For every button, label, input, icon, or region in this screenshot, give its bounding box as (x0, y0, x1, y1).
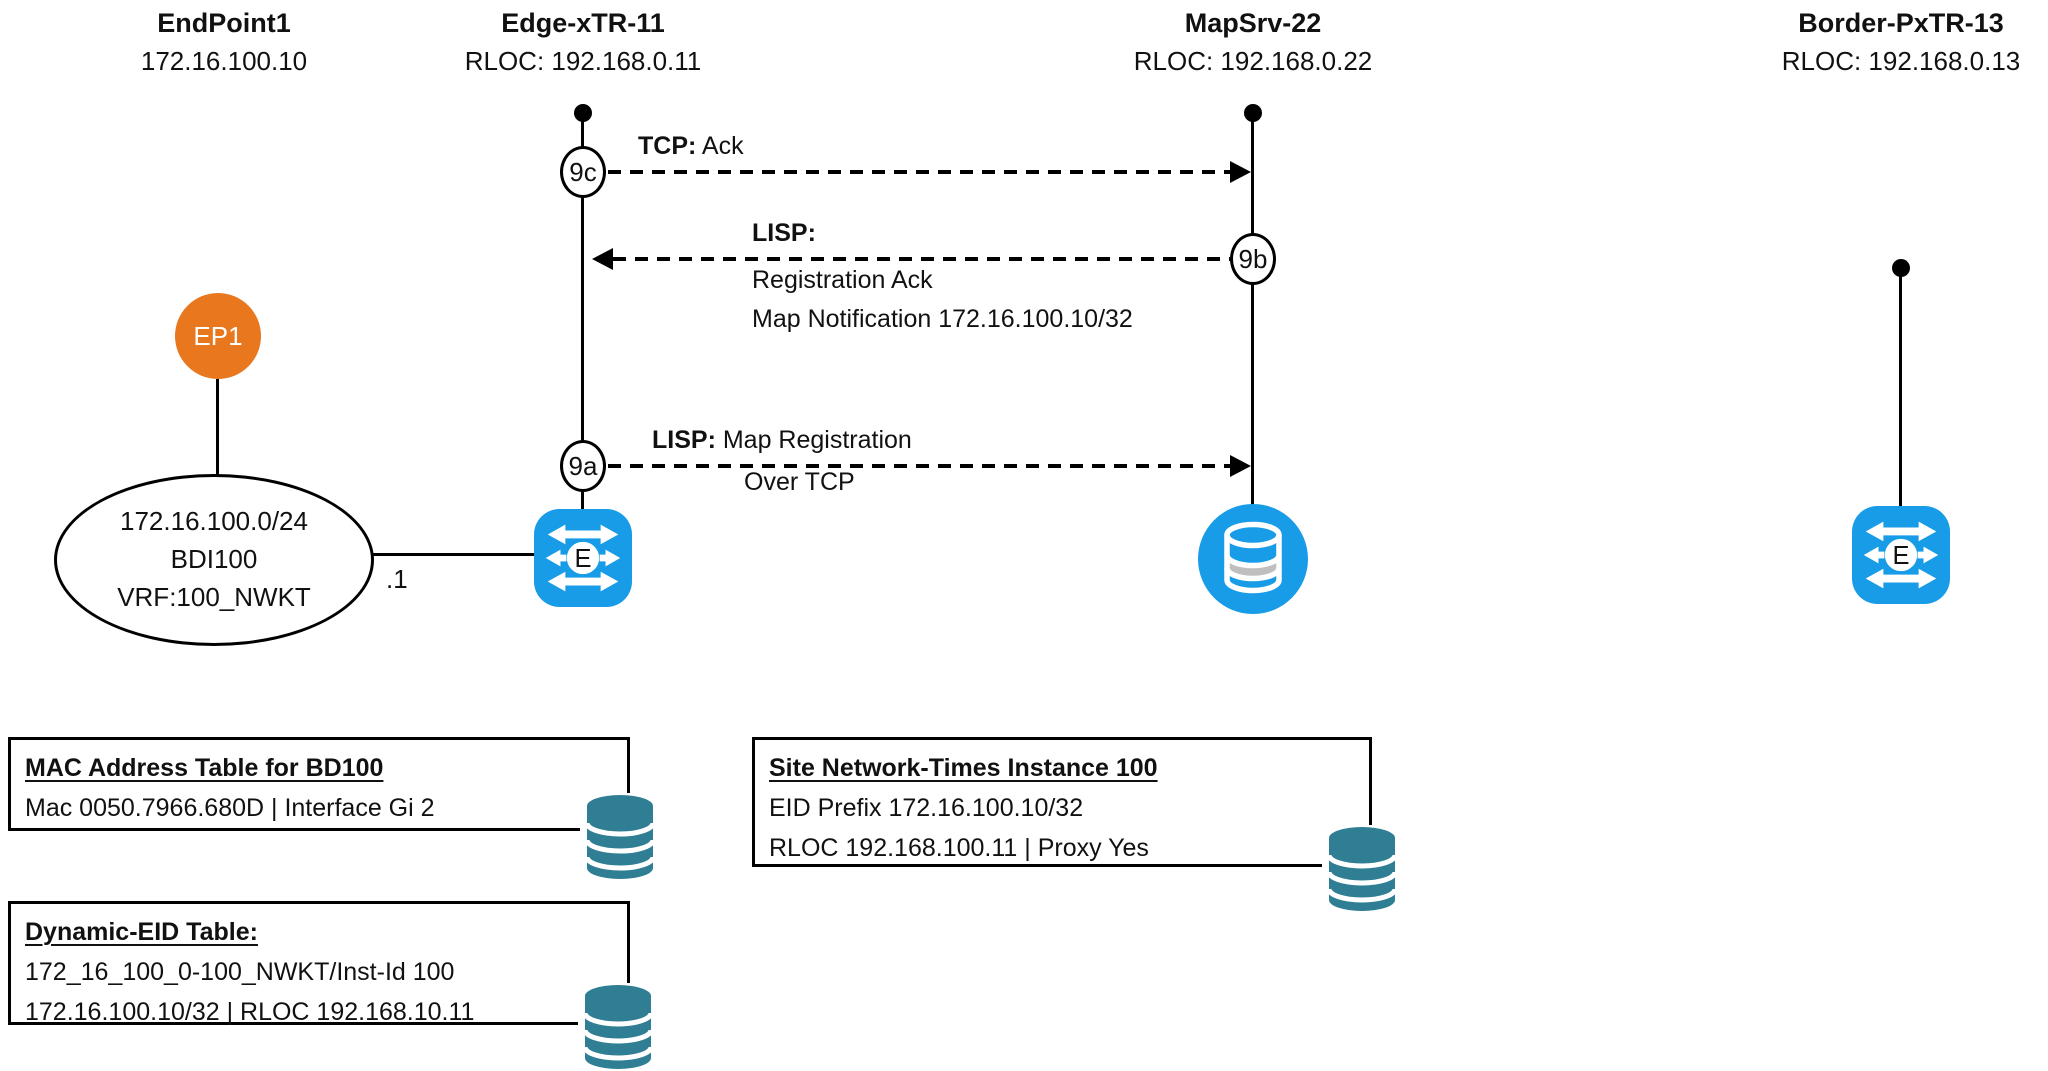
lisp-map-reg-label: LISP: Map Registration (652, 426, 912, 455)
site-table-title: Site Network-Times Instance 100 (769, 754, 1158, 782)
network-prefix: 172.16.100.0/24 (120, 506, 308, 536)
mac-table-database-icon (580, 793, 660, 883)
edge-lifeline-dot (574, 104, 592, 122)
column-endpoint1: EndPoint1 172.16.100.10 (4, 8, 444, 77)
network-bdi: BDI100 (170, 544, 258, 574)
border-icon-letter: E (1893, 542, 1910, 570)
site-table-database-icon (1322, 825, 1402, 915)
tcp-ack-prefix: TCP: (638, 132, 697, 160)
lisp-map-reg-text: Map Registration (715, 426, 912, 454)
mapsrv-lifeline-dot (1244, 104, 1262, 122)
step-badge-9b: 9b (1230, 233, 1276, 285)
step-badge-9c: 9c (560, 146, 606, 198)
tcp-ack-label: TCP: Ack (638, 132, 744, 161)
mapsrv-rloc: RLOC: 192.168.0.22 (1133, 46, 1373, 76)
dynamic-eid-row1: 172_16_100_0-100_NWKT/Inst-Id 100 (25, 958, 455, 986)
dynamic-eid-table-box: Dynamic-EID Table: 172_16_100_0-100_NWKT… (8, 901, 630, 1026)
lisp-map-reg-prefix: LISP: (652, 426, 716, 454)
dynamic-eid-title: Dynamic-EID Table: (25, 918, 258, 946)
mac-table-title: MAC Address Table for BD100 (25, 754, 384, 782)
lisp-reg-ack-prefix: LISP: (752, 219, 816, 248)
lisp-map-reg-arrow-line (608, 464, 1231, 468)
network-vrf: VRF:100_NWKT (117, 582, 311, 612)
lisp-reg-ack-line2: Map Notification 172.16.100.10/32 (752, 305, 1133, 333)
step-badge-9a: 9a (560, 440, 606, 492)
edge-lifeline (581, 113, 584, 510)
mapsrv-lifeline (1251, 113, 1254, 506)
column-border-pxtr-13: Border-PxTR-13 RLOC: 192.168.0.13 (1681, 8, 2048, 77)
lisp-map-reg-overtcp: Over TCP (744, 468, 855, 496)
dynamic-eid-database-icon (578, 983, 658, 1071)
site-table-row1: EID Prefix 172.16.100.10/32 (769, 794, 1084, 822)
edge-xtr-switch-icon: E (534, 509, 632, 607)
mapsrv-title: MapSrv-22 (1184, 8, 1322, 38)
border-pxtr-title: Border-PxTR-13 (1798, 8, 2004, 38)
border-lifeline-dot (1892, 259, 1910, 277)
step-9b-label: 9b (1238, 243, 1268, 274)
mac-table-row: Mac 0050.7966.680D | Interface Gi 2 (25, 794, 435, 822)
lisp-map-reg-arrowhead-icon (1230, 455, 1251, 477)
tcp-ack-text: Ack (696, 132, 744, 160)
tcp-ack-arrow-line (608, 170, 1231, 174)
edge-icon-letter: E (575, 545, 592, 573)
lisp-prefix: LISP: (752, 219, 816, 247)
cloud-edge-link (372, 553, 534, 556)
network-ellipse: 172.16.100.0/24 BDI100 VRF:100_NWKT (54, 474, 374, 646)
mac-address-table-box: MAC Address Table for BD100 Mac 0050.796… (8, 737, 630, 831)
step-9c-label: 9c (569, 156, 597, 187)
tcp-ack-arrowhead-icon (1230, 161, 1251, 183)
lisp-reg-ack-arrowhead-icon (592, 248, 613, 270)
lisp-reg-ack-line1: Registration Ack (752, 266, 933, 294)
site-table-row2: RLOC 192.168.100.11 | Proxy Yes (769, 834, 1149, 862)
gateway-interface-label: .1 (386, 564, 408, 594)
ep1-label: EP1 (193, 320, 243, 351)
border-lifeline (1899, 268, 1902, 508)
endpoint1-title: EndPoint1 (157, 8, 291, 38)
border-pxtr-rloc: RLOC: 192.168.0.13 (1781, 46, 2021, 76)
ep1-endpoint-node: EP1 (175, 293, 261, 379)
column-edge-xtr-11: Edge-xTR-11 RLOC: 192.168.0.11 (363, 8, 803, 77)
mapserver-database-icon (1198, 504, 1308, 614)
lisp-reg-ack-arrow-line (613, 257, 1230, 261)
ep1-cloud-link (216, 379, 219, 475)
site-instance-table-box: Site Network-Times Instance 100 EID Pref… (752, 737, 1372, 867)
edge-xtr-rloc: RLOC: 192.168.0.11 (464, 46, 702, 76)
column-mapsrv-22: MapSrv-22 RLOC: 192.168.0.22 (1033, 8, 1473, 77)
dynamic-eid-row2: 172.16.100.10/32 | RLOC 192.168.10.11 (25, 998, 475, 1026)
edge-xtr-title: Edge-xTR-11 (501, 8, 665, 38)
border-pxtr-switch-icon: E (1852, 506, 1950, 604)
endpoint1-address: 172.16.100.10 (140, 46, 308, 76)
step-9a-label: 9a (568, 450, 598, 481)
